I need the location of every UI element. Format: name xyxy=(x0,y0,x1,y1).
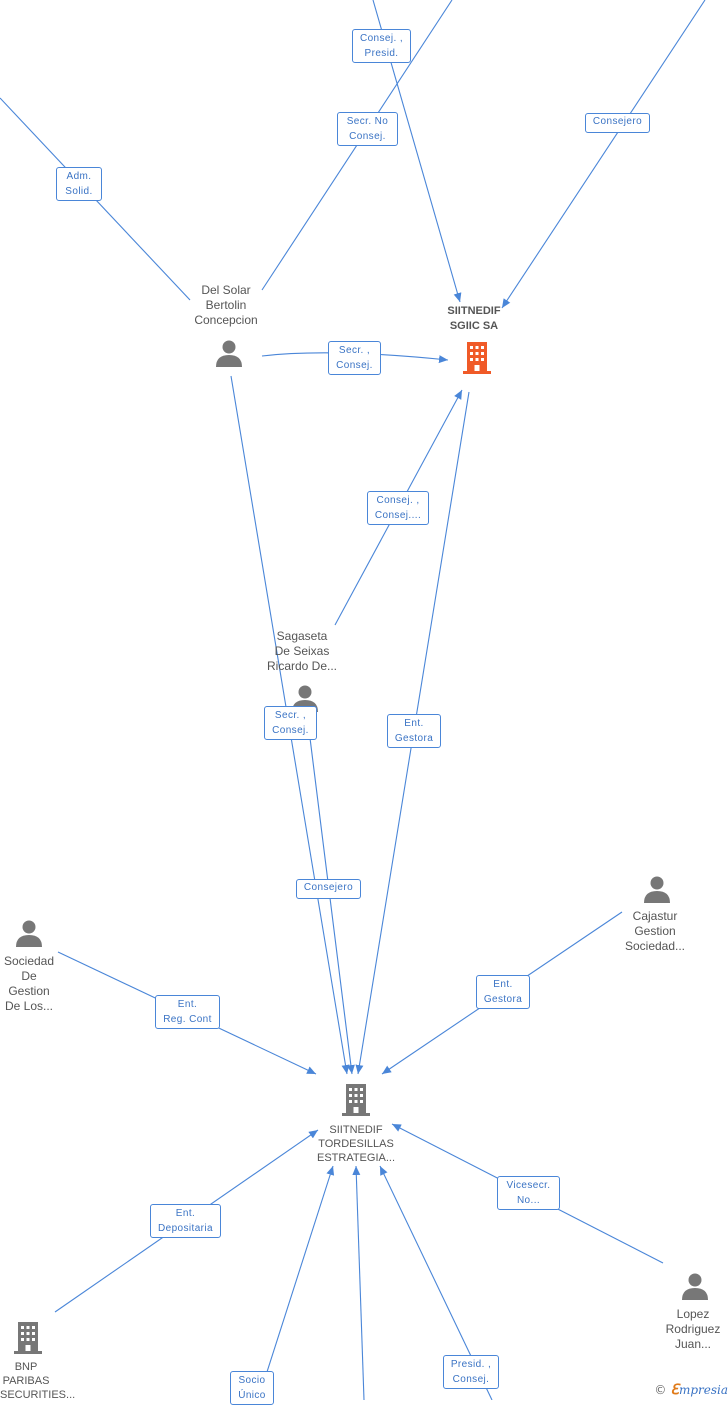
person-icon xyxy=(644,876,670,903)
node-siitnedif-tordesillas[interactable]: SIITNEDIF TORDESILLAS ESTRATEGIA... xyxy=(316,1124,396,1164)
person-icon xyxy=(682,1273,708,1300)
edge-label-secr-consej[interactable]: Secr. , Consej. xyxy=(264,706,317,740)
edge-label-ent-depositaria[interactable]: Ent. Depositaria xyxy=(150,1204,221,1238)
edge-label-ent-reg-cont[interactable]: Ent. Reg. Cont xyxy=(155,995,220,1029)
node-siitnedif-sgiic[interactable]: SIITNEDIF SGIIC SA xyxy=(447,305,501,332)
person-icon xyxy=(216,340,242,367)
edge-label-vicesecr-no[interactable]: Vicesecr. No... xyxy=(497,1176,560,1210)
edge-label-ent-gestora[interactable]: Ent. Gestora xyxy=(387,714,441,748)
node-del-solar[interactable]: Del Solar Bertolin Concepcion xyxy=(194,283,258,327)
edge-label-secr-no-consej[interactable]: Secr. No Consej. xyxy=(337,112,398,146)
node-sagaseta[interactable]: Sagaseta De Seixas Ricardo De... xyxy=(266,629,338,673)
brand-name: mpresia xyxy=(678,1383,728,1397)
edge-label-consejero[interactable]: Consejero xyxy=(296,879,361,899)
node-sociedad-gestion[interactable]: Sociedad De Gestion De Los... xyxy=(3,954,55,1013)
edge-label-ent-gestora[interactable]: Ent. Gestora xyxy=(476,975,530,1009)
edge-line xyxy=(501,0,706,309)
edge-label-socio-unico[interactable]: Socio Único xyxy=(230,1371,274,1405)
footer-brand: ©ℇmpresia xyxy=(654,1382,728,1398)
edge-label-secr-consej[interactable]: Secr. , Consej. xyxy=(328,341,381,375)
building-icon xyxy=(463,342,491,374)
node-lopez[interactable]: Lopez Rodriguez Juan... xyxy=(665,1307,721,1351)
edge-line xyxy=(352,1165,365,1400)
building-icon xyxy=(342,1084,370,1116)
node-cajastur[interactable]: Cajastur Gestion Sociedad... xyxy=(624,909,686,953)
edge-label-presid-consej[interactable]: Presid. , Consej. xyxy=(443,1355,499,1389)
edge-line xyxy=(257,1165,335,1400)
copyright-icon: © xyxy=(654,1383,667,1397)
edge-label-adm-solid[interactable]: Adm. Solid. xyxy=(56,167,102,201)
edge-label-consej-consej[interactable]: Consej. , Consej.... xyxy=(367,491,429,525)
brand-logo-e: ℇ xyxy=(670,1382,679,1398)
person-icon xyxy=(16,920,42,947)
building-icon xyxy=(14,1322,42,1354)
node-bnp[interactable]: BNP PARIBAS SECURITIES... xyxy=(0,1361,76,1401)
edge-label-consej-presid[interactable]: Consej. , Presid. xyxy=(352,29,411,63)
edge-label-consejero[interactable]: Consejero xyxy=(585,113,650,133)
